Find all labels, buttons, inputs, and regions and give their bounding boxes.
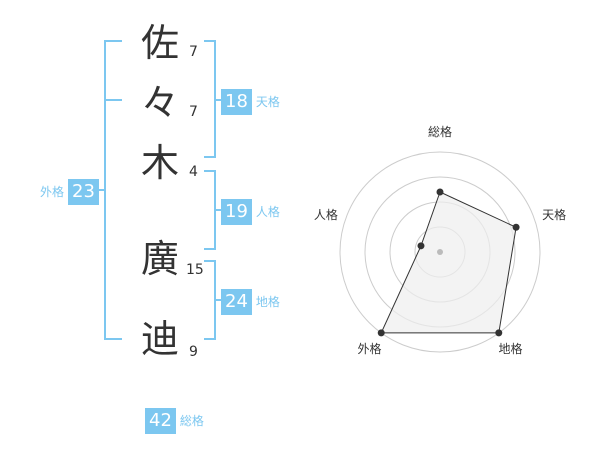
radar-axis-label-2: 天格: [542, 207, 566, 222]
tenkaku-label: 天格: [255, 95, 280, 109]
chikaku-tag: 24 地格: [221, 289, 280, 315]
stroke-count-3: 4: [189, 164, 198, 180]
stroke-count-2: 7: [189, 104, 198, 120]
radar-point-3: [495, 329, 503, 337]
radar-ring-4: [339, 151, 541, 353]
radar-point-4: [377, 329, 385, 337]
jinkaku-tag: 19 人格: [221, 199, 280, 225]
gaikaku-bracket: [104, 40, 122, 340]
tenkaku-value: 18: [221, 89, 252, 115]
name-char-1: 佐: [140, 21, 179, 65]
radar-axis-label-4: 外格: [357, 341, 381, 356]
gaikaku-label: 外格: [40, 185, 65, 199]
chikaku-value: 24: [221, 289, 252, 315]
soukaku-tag: 42 総格: [145, 408, 204, 434]
radar-axis-label-5: 人格: [314, 207, 338, 222]
tenkaku-tag: 18 天格: [221, 89, 280, 115]
gaikaku-value: 23: [68, 179, 99, 205]
jinkaku-bracket-connector: [214, 209, 222, 211]
radar-series-polygon: [380, 191, 517, 334]
gaikaku-tag: 外格 23: [40, 179, 99, 205]
name-char-4: 廣: [140, 237, 179, 281]
gaikaku-bracket-connector: [98, 189, 106, 191]
soukaku-value: 42: [145, 408, 176, 434]
soukaku-label: 総格: [179, 414, 204, 428]
stroke-count-4: 15: [186, 262, 204, 278]
radar-point-1: [436, 188, 444, 196]
radar-point-5: [417, 242, 425, 250]
gaikaku-bracket-tick: [104, 99, 122, 101]
stroke-count-1: 7: [189, 44, 198, 60]
radar-axis-label-1: 総格: [428, 124, 452, 139]
radar-axis-label-3: 地格: [499, 341, 523, 356]
name-char-3: 木: [140, 141, 179, 185]
chikaku-label: 地格: [255, 295, 280, 309]
jinkaku-value: 19: [221, 199, 252, 225]
name-char-2: 々: [140, 81, 179, 125]
name-char-5: 迪: [140, 317, 179, 361]
chikaku-bracket-connector: [214, 299, 222, 301]
radar-point-2: [512, 223, 520, 231]
jinkaku-label: 人格: [255, 205, 280, 219]
tenkaku-bracket-connector: [214, 99, 222, 101]
radar-center-dot: [437, 249, 443, 255]
stroke-count-5: 9: [189, 344, 198, 360]
